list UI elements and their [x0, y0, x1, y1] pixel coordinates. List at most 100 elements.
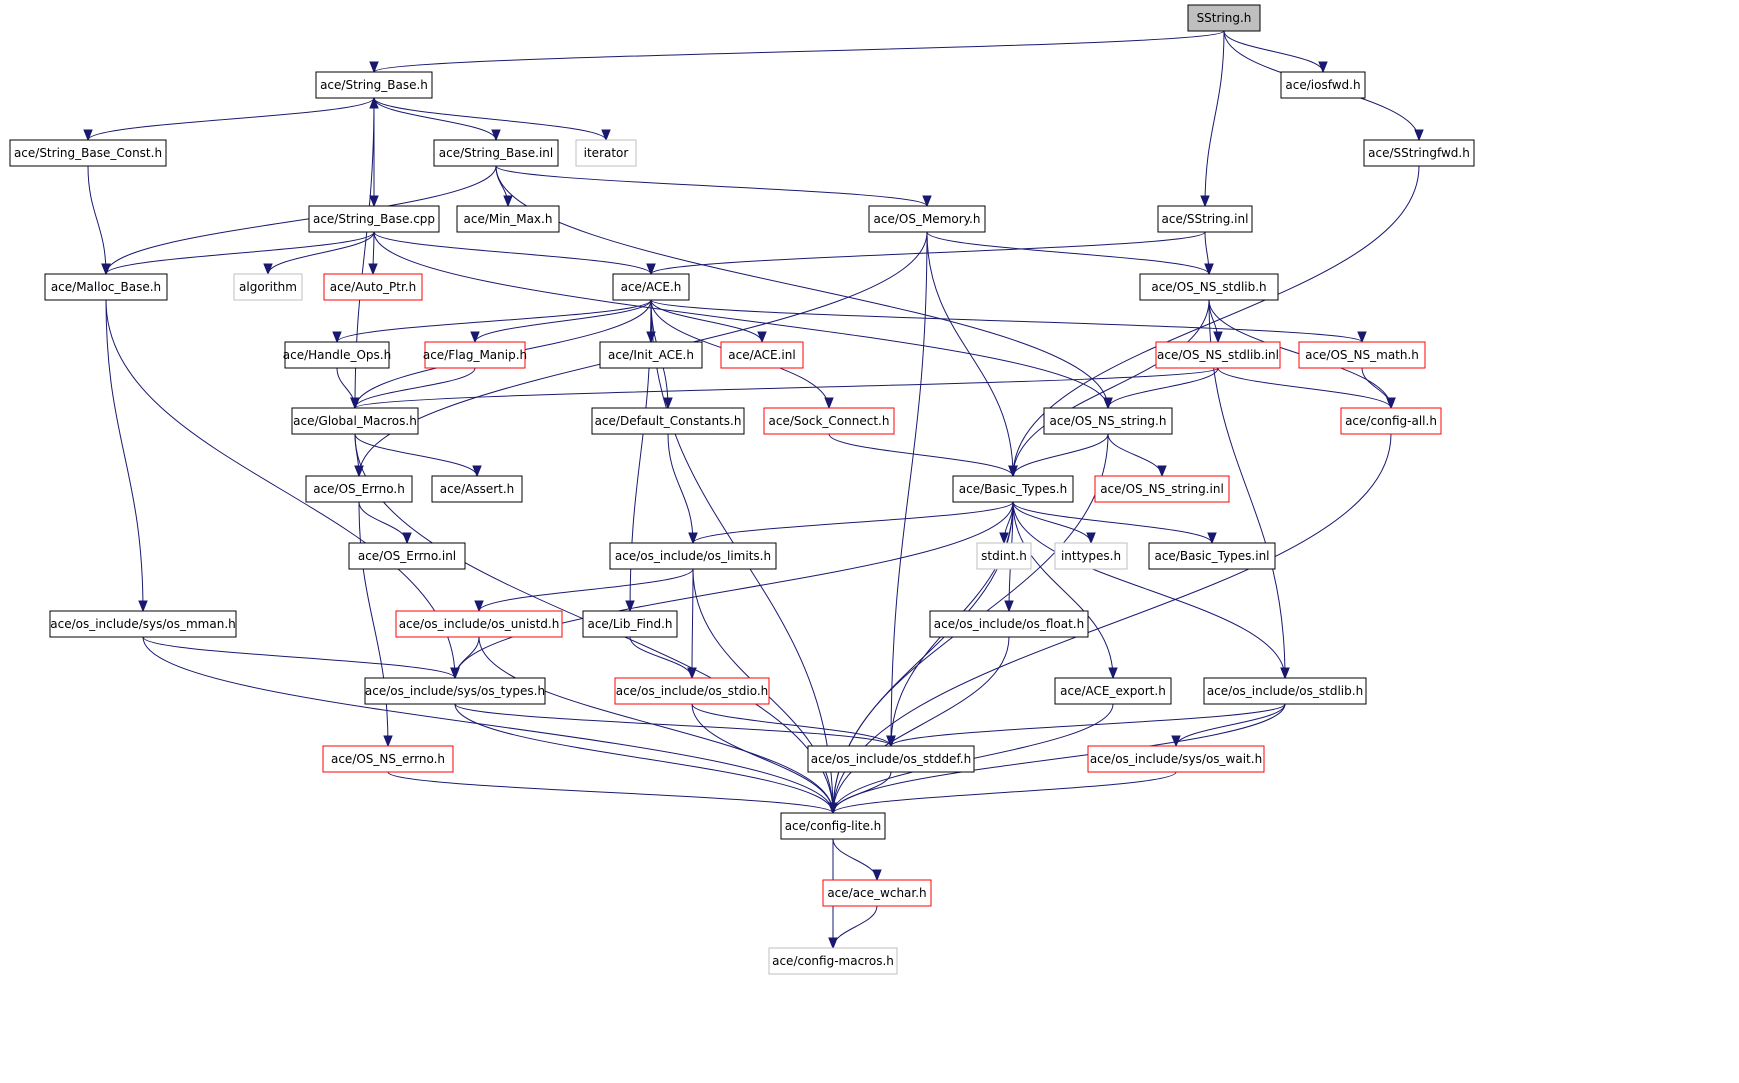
- edge-os_ns_math_h-to-config_all_h: [1361, 367, 1392, 409]
- node-os-memory-h[interactable]: ace/OS_Memory.h: [868, 205, 986, 233]
- node-box: [1087, 745, 1265, 773]
- node-basic-types-inl[interactable]: ace/Basic_Types.inl: [1148, 542, 1276, 570]
- node-string-base-inl[interactable]: ace/String_Base.inl: [433, 139, 559, 167]
- node-flag-manip-h[interactable]: ace/Flag_Manip.h: [423, 341, 527, 369]
- arrowhead-icon: [101, 263, 111, 276]
- edge-basic_types_h-to-ace_export_h: [1012, 501, 1114, 679]
- node-init-ace-h[interactable]: ace/Init_ACE.h: [599, 341, 703, 369]
- node-box: [1280, 71, 1366, 99]
- edge-global_macros_h-to-assert_h: [354, 433, 478, 477]
- node-ace-export-h[interactable]: ace/ACE_export.h: [1054, 677, 1172, 705]
- node-label: iterator: [584, 146, 629, 160]
- arrowhead-icon: [472, 465, 482, 478]
- edge-os_ns_string_h-to-basic_types_h: [1012, 433, 1109, 477]
- node-label: ace/String_Base.cpp: [313, 212, 435, 226]
- edge-os_mman_h-to-os_types_h: [142, 636, 456, 679]
- node-sock-connect-h[interactable]: ace/Sock_Connect.h: [763, 407, 895, 435]
- node-os-ns-string-h[interactable]: ace/OS_NS_string.h: [1043, 407, 1173, 435]
- node-iterator[interactable]: iterator: [575, 139, 637, 167]
- node-box: [291, 407, 419, 435]
- node-os-wait-h[interactable]: ace/os_include/sys/os_wait.h: [1087, 745, 1265, 773]
- edge-os_unistd_h-to-os_types_h: [454, 636, 480, 679]
- node-os-errno-h[interactable]: ace/OS_Errno.h: [305, 475, 413, 503]
- edge-basic_types_h-to-os_stdlib_h: [1012, 501, 1286, 679]
- node-os-types-h[interactable]: ace/os_include/sys/os_types.h: [364, 677, 546, 705]
- arrowhead-icon: [757, 331, 767, 344]
- arrowhead-icon: [1004, 600, 1014, 613]
- node-global-macros-h[interactable]: ace/Global_Macros.h: [291, 407, 419, 435]
- arrowhead-icon: [1108, 667, 1118, 680]
- node-label: ace/String_Base.h: [320, 78, 428, 92]
- node-ace-inl[interactable]: ace/ACE.inl: [720, 341, 804, 369]
- node-assert-h[interactable]: ace/Assert.h: [431, 475, 523, 503]
- arrowhead-icon: [470, 331, 480, 344]
- node-auto-ptr-h[interactable]: ace/Auto_Ptr.h: [323, 273, 423, 301]
- node-os-unistd-h[interactable]: ace/os_include/os_unistd.h: [395, 610, 563, 638]
- node-config-macros-h[interactable]: ace/config-macros.h: [768, 947, 898, 975]
- edge-string_base_h-to-iterator: [373, 97, 607, 141]
- node-os-mman-h[interactable]: ace/os_include/sys/os_mman.h: [49, 610, 237, 638]
- node-os-ns-stdlib-h[interactable]: ace/OS_NS_stdlib.h: [1139, 273, 1279, 301]
- edge-os_unistd_h-to-config_lite_h: [478, 636, 834, 814]
- node-os-ns-string-inl[interactable]: ace/OS_NS_string.inl: [1094, 475, 1230, 503]
- node-config-lite-h[interactable]: ace/config-lite.h: [780, 812, 886, 840]
- node-iosfwd-h[interactable]: ace/iosfwd.h: [1280, 71, 1366, 99]
- node-box: [1094, 475, 1230, 503]
- node-basic-types-h[interactable]: ace/Basic_Types.h: [952, 475, 1074, 503]
- node-os-ns-errno-h[interactable]: ace/OS_NS_errno.h: [322, 745, 454, 773]
- node-os-stddef-h[interactable]: ace/os_include/os_stddef.h: [807, 745, 975, 773]
- edge-string_base_const_h-to-malloc_base_h: [87, 165, 107, 275]
- arrowhead-icon: [922, 195, 932, 208]
- node-box: [433, 139, 559, 167]
- node-label: ace/OS_NS_math.h: [1305, 348, 1419, 362]
- node-os-errno-inl[interactable]: ace/OS_Errno.inl: [348, 542, 466, 570]
- edge-os_limits_h-to-os_unistd_h: [478, 568, 694, 612]
- edge-os_errno_h-to-os_errno_inl: [358, 501, 408, 544]
- node-label: ace/Min_Max.h: [464, 212, 553, 226]
- node-os-limits-h[interactable]: ace/os_include/os_limits.h: [609, 542, 777, 570]
- node-os-stdio-h[interactable]: ace/os_include/os_stdio.h: [614, 677, 770, 705]
- arrowhead-icon: [1207, 532, 1217, 545]
- node-stdint-h[interactable]: stdint.h: [976, 542, 1032, 570]
- node-os-ns-math-h[interactable]: ace/OS_NS_math.h: [1298, 341, 1426, 369]
- node-string-base-cpp[interactable]: ace/String_Base.cpp: [308, 205, 440, 233]
- edge-sock_connect_h-to-basic_types_h: [828, 433, 1014, 477]
- node-label: ace/OS_NS_string.h: [1050, 414, 1167, 428]
- node-sstring-inl[interactable]: ace/SString.inl: [1157, 205, 1253, 233]
- arrowhead-icon: [138, 600, 148, 613]
- node-box: [1340, 407, 1442, 435]
- node-string-base-h[interactable]: ace/String_Base.h: [315, 71, 433, 99]
- node-os-stdlib-h[interactable]: ace/os_include/os_stdlib.h: [1203, 677, 1367, 705]
- node-ace-h[interactable]: ace/ACE.h: [612, 273, 690, 301]
- node-lib-find-h[interactable]: ace/Lib_Find.h: [582, 610, 678, 638]
- node-malloc-base-h[interactable]: ace/Malloc_Base.h: [44, 273, 168, 301]
- edge-string_base_cpp-to-algorithm: [267, 231, 375, 275]
- node-default-constants-h[interactable]: ace/Default_Constants.h: [591, 407, 745, 435]
- node-ace-wchar-h[interactable]: ace/ace_wchar.h: [822, 879, 932, 907]
- node-config-all-h[interactable]: ace/config-all.h: [1340, 407, 1442, 435]
- arrowhead-icon: [1157, 465, 1167, 478]
- edge-os_ns_string_h-to-os_ns_string_inl: [1107, 433, 1163, 477]
- node-label: ace/OS_NS_string.inl: [1100, 482, 1224, 496]
- edge-ace_wchar_h-to-config_macros_h: [832, 905, 878, 949]
- node-label: ace/os_include/sys/os_wait.h: [1090, 752, 1262, 766]
- node-box: [49, 610, 237, 638]
- node-box: [582, 610, 678, 638]
- node-sstring-h[interactable]: SString.h: [1187, 4, 1261, 32]
- node-label: SString.h: [1197, 11, 1252, 25]
- node-sstringfwd-h[interactable]: ace/SStringfwd.h: [1363, 139, 1475, 167]
- node-algorithm[interactable]: algorithm: [233, 273, 303, 301]
- edge-ace_h-to-ace_inl: [650, 299, 763, 343]
- node-string-base-const-h[interactable]: ace/String_Base_Const.h: [9, 139, 167, 167]
- node-handle-ops-h[interactable]: ace/Handle_Ops.h: [283, 341, 391, 369]
- arrowhead-icon: [1280, 667, 1290, 680]
- node-inttypes-h[interactable]: inttypes.h: [1054, 542, 1128, 570]
- node-min-max-h[interactable]: ace/Min_Max.h: [456, 205, 560, 233]
- node-os-ns-stdlib-inl[interactable]: ace/OS_NS_stdlib.inl: [1155, 341, 1281, 369]
- node-box: [599, 341, 703, 369]
- arrowhead-icon: [1386, 397, 1396, 410]
- node-label: ace/OS_Memory.h: [874, 212, 981, 226]
- node-os-float-h[interactable]: ace/os_include/os_float.h: [929, 610, 1089, 638]
- node-label: ace/Basic_Types.inl: [1154, 549, 1269, 563]
